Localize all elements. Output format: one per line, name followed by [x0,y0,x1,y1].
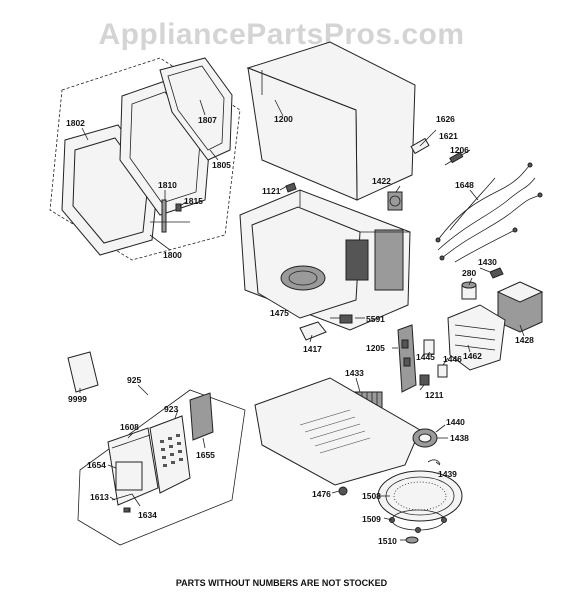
label-1800[interactable]: 1800 [163,250,182,260]
label-1626[interactable]: 1626 [436,114,455,124]
fuse-1206[interactable] [444,149,471,166]
transformer-1428[interactable] [496,281,544,333]
switch-1211[interactable] [419,374,430,386]
label-1476[interactable]: 1476 [312,489,331,499]
door-seal-1807[interactable] [159,57,233,161]
latch-1810[interactable] [161,199,167,233]
thermal-fuse-1430[interactable] [489,267,504,279]
label-1802[interactable]: 1802 [66,118,85,128]
label-1807[interactable]: 1807 [198,115,217,125]
label-1810[interactable]: 1810 [158,180,177,190]
label-1508[interactable]: 1508 [362,491,381,501]
base-plate[interactable] [254,377,421,486]
label-1815[interactable]: 1815 [184,196,203,206]
switch-1445[interactable] [423,339,435,355]
label-280[interactable]: 280 [462,268,476,278]
label-1510[interactable]: 1510 [378,536,397,546]
foot-1476[interactable] [338,486,348,496]
door-assembly [49,57,241,261]
label-1211[interactable]: 1211 [425,390,444,400]
label-1475[interactable]: 1475 [270,308,289,318]
coupler-1439[interactable] [427,459,441,465]
label-1428[interactable]: 1428 [515,335,534,345]
label-1417[interactable]: 1417 [303,344,322,354]
label-1440[interactable]: 1440 [446,417,465,427]
control-panel-923[interactable] [149,415,191,494]
label-1430[interactable]: 1430 [478,257,497,267]
label-1205[interactable]: 1205 [366,343,385,353]
coupling-1510[interactable] [405,536,419,544]
board-1654[interactable] [115,461,143,491]
part-labels: 1802 1807 1805 1810 1815 1800 1200 1626 … [66,114,534,546]
label-1438[interactable]: 1438 [450,433,469,443]
turntable-motor-1440[interactable] [412,428,438,448]
label-1621[interactable]: 1621 [439,131,458,141]
wire-harness-1648[interactable] [435,162,543,263]
fan-motor-1422[interactable] [387,191,403,211]
label-1608[interactable]: 1608 [120,422,139,432]
control-panel-assembly-925 [77,389,246,546]
part-5591[interactable] [339,314,353,324]
footnote: PARTS WITHOUT NUMBERS ARE NOT STOCKED [175,578,388,588]
label-1655[interactable]: 1655 [196,450,215,460]
bracket-1121[interactable] [285,182,297,193]
label-1121[interactable]: 1121 [262,186,281,196]
label-1439[interactable]: 1439 [438,469,457,479]
label-1509[interactable]: 1509 [362,514,381,524]
roller-ring-1509[interactable] [389,509,447,533]
label-1634[interactable]: 1634 [138,510,157,520]
label-1433[interactable]: 1433 [345,368,364,378]
manual-9999[interactable] [67,351,99,393]
label-1206[interactable]: 1206 [450,145,469,155]
label-923[interactable]: 923 [164,404,178,414]
duct-1462[interactable] [447,304,506,371]
oven-cavity-1475[interactable] [239,189,411,331]
label-1805[interactable]: 1805 [212,160,231,170]
label-1446[interactable]: 1446 [443,354,462,364]
membrane-1655[interactable] [189,392,214,441]
label-9999[interactable]: 9999 [68,394,87,404]
label-925[interactable]: 925 [127,375,141,385]
label-1648[interactable]: 1648 [455,180,474,190]
label-1654[interactable]: 1654 [87,460,106,470]
watermark: AppliancePartsPros.com [98,18,465,51]
leader-lines [79,99,525,541]
label-1462[interactable]: 1462 [463,351,482,361]
label-1422[interactable]: 1422 [372,176,391,186]
part-1417[interactable] [299,321,327,341]
control-board-1205[interactable] [397,324,417,393]
label-5591[interactable]: 5591 [366,314,385,324]
switch-1446[interactable] [437,364,448,378]
label-1200[interactable]: 1200 [274,114,293,124]
label-1613[interactable]: 1613 [90,492,109,502]
label-1445[interactable]: 1445 [416,352,435,362]
bracket-1613[interactable] [111,493,141,507]
screw-1815[interactable] [175,203,182,212]
